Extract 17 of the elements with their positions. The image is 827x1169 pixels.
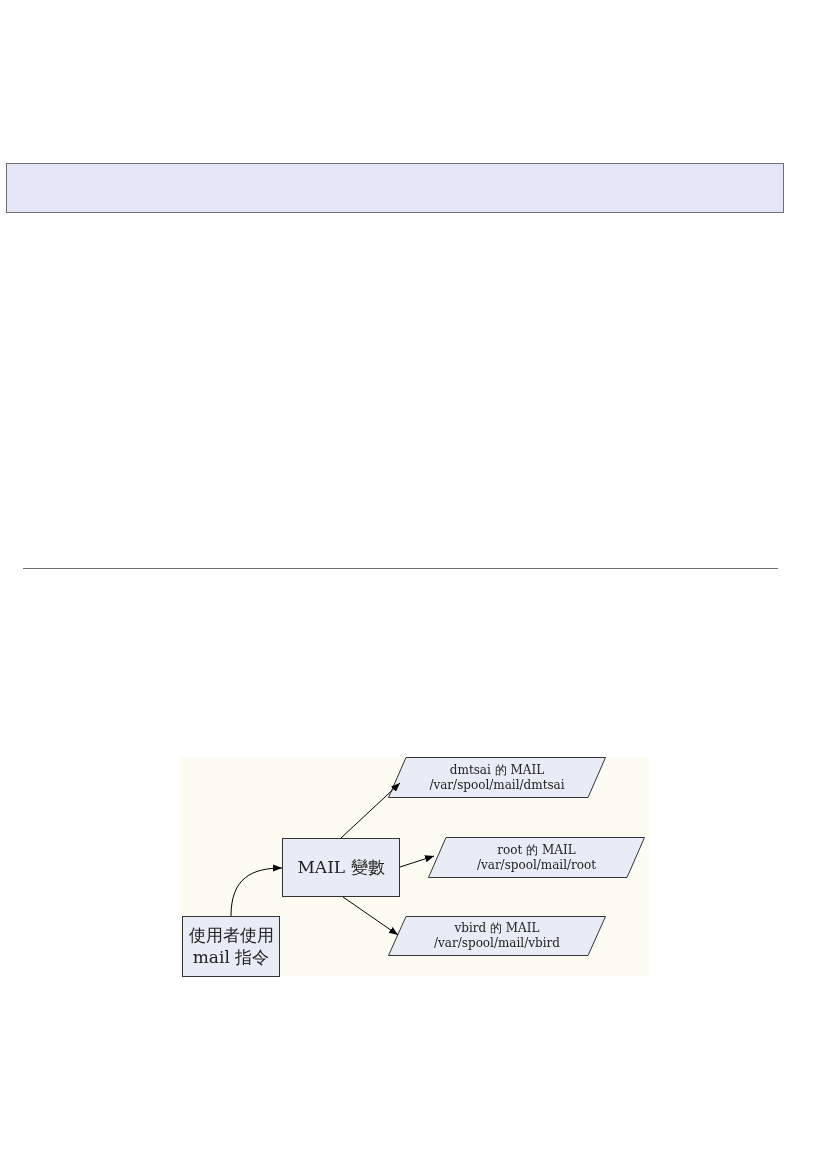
data-parallelogram xyxy=(428,837,645,878)
process-box xyxy=(182,916,280,977)
node-text: dmtsai 的 MAIL xyxy=(449,762,545,778)
arrow xyxy=(399,855,435,868)
arrow xyxy=(340,782,401,839)
node-text: root 的 MAIL xyxy=(497,842,576,858)
data-parallelogram xyxy=(388,757,606,798)
node-text: /var/spool/mail/vbird xyxy=(434,936,560,951)
arrow xyxy=(230,864,283,917)
node-text: vbird 的 MAIL xyxy=(454,921,540,936)
node-text: MAIL 變數 xyxy=(297,856,385,879)
data-parallelogram xyxy=(388,916,606,956)
node-text: /var/spool/mail/root xyxy=(476,857,597,873)
process-box xyxy=(282,838,400,897)
node-text: 使用者使用 mail 指令 xyxy=(187,925,275,968)
node-text: /var/spool/mail/dmtsai xyxy=(429,777,565,793)
arrow xyxy=(342,896,399,936)
